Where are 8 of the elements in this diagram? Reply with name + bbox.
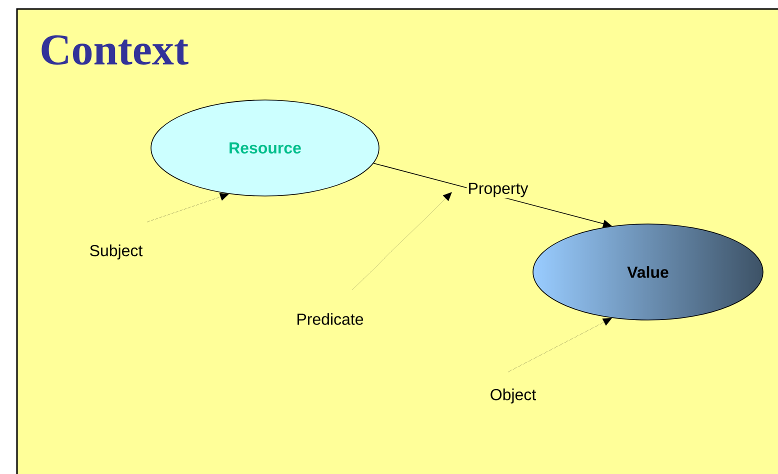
text-label: Object	[490, 388, 536, 404]
leader-line	[146, 193, 229, 222]
edge-label: Property	[466, 182, 530, 198]
text-label: Subject	[90, 244, 143, 260]
text-label: Predicate	[298, 313, 364, 325]
leader-line	[352, 192, 452, 290]
title: Context	[42, 35, 188, 65]
leader-line	[508, 318, 612, 372]
